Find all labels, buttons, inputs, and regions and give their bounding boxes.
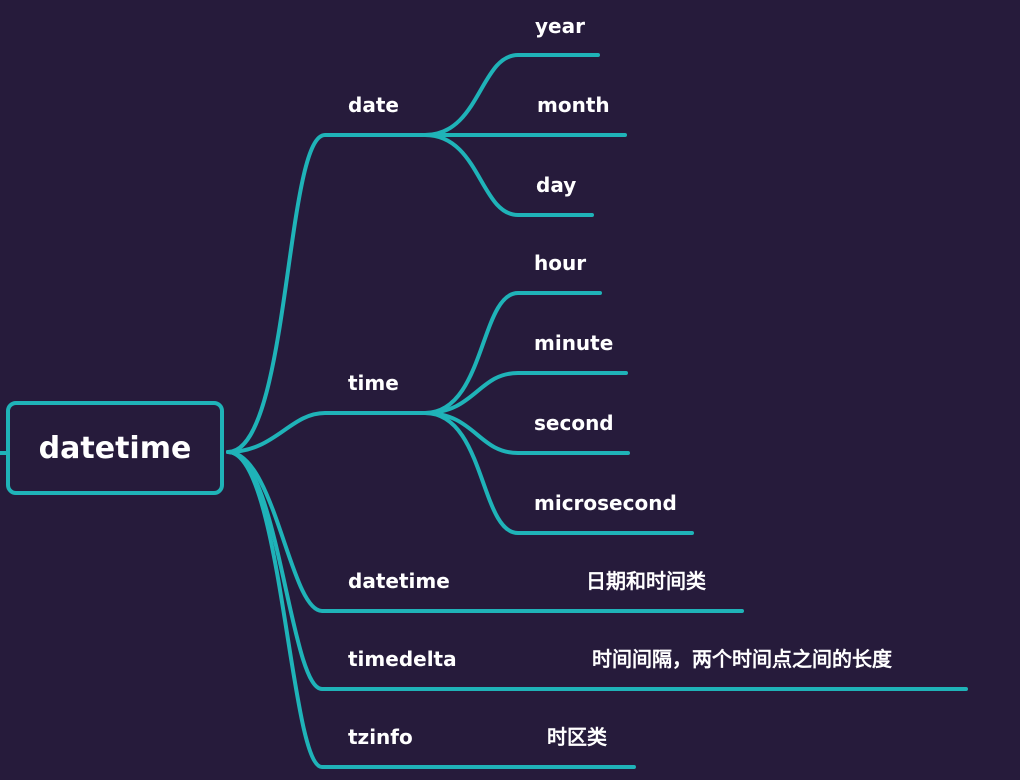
- node-hour[interactable]: hour: [534, 251, 587, 275]
- root-label: datetime: [38, 430, 192, 466]
- connector-time-minute: [423, 371, 628, 415]
- connector-time-microsecond: [423, 411, 694, 535]
- node-minute[interactable]: minute: [534, 331, 614, 355]
- note-datetime: 日期和时间类: [586, 569, 706, 593]
- node-microsecond[interactable]: microsecond: [534, 491, 677, 515]
- node-tzinfo[interactable]: tzinfo: [348, 725, 413, 749]
- connector-root-tzinfo: [226, 450, 636, 769]
- node-date[interactable]: date: [348, 93, 399, 117]
- root-node[interactable]: datetime: [6, 401, 224, 495]
- node-datetime[interactable]: datetime: [348, 569, 450, 593]
- note-timedelta: 时间间隔，两个时间点之间的长度: [592, 647, 892, 671]
- connector-time-hour: [423, 291, 602, 415]
- connector-date-year: [423, 53, 600, 137]
- node-timedelta[interactable]: timedelta: [348, 647, 457, 671]
- connector-root-date: [226, 133, 427, 454]
- connector-date-day: [423, 133, 594, 217]
- node-second[interactable]: second: [534, 411, 614, 435]
- node-day[interactable]: day: [536, 173, 577, 197]
- node-year[interactable]: year: [535, 14, 585, 38]
- node-month[interactable]: month: [537, 93, 610, 117]
- node-time[interactable]: time: [348, 371, 399, 395]
- connector-root-time: [226, 411, 427, 454]
- note-tzinfo: 时区类: [547, 725, 607, 749]
